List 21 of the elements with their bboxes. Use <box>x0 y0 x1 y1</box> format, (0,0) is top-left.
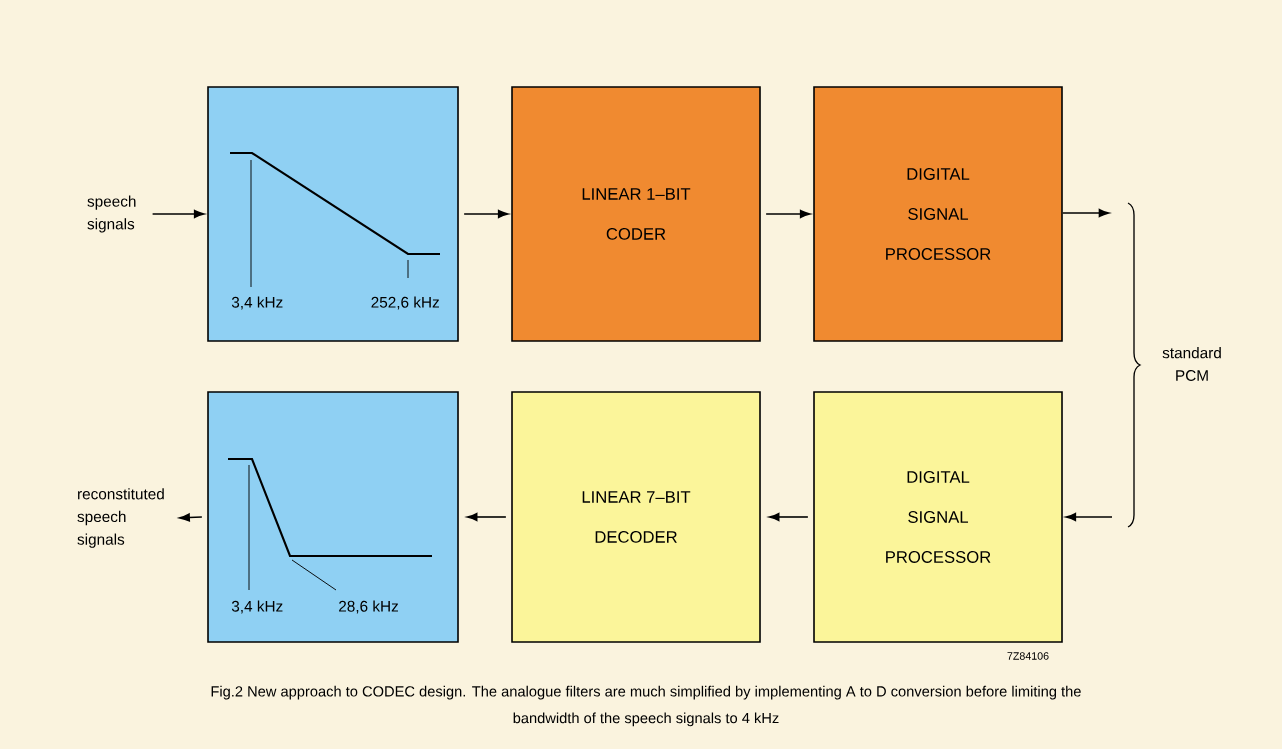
arrow <box>151 209 205 219</box>
arrow <box>1065 512 1113 522</box>
block-box: LINEAR 7–BIT DECODER <box>511 391 761 643</box>
signal-label: reconstituted speech signals <box>77 488 164 548</box>
arrow <box>1062 208 1110 218</box>
signal-label: speech signals <box>87 195 136 233</box>
figure-code: 7Z84106 <box>1007 652 1049 660</box>
arrow <box>466 512 507 522</box>
bus-label: standard PCM <box>1162 347 1221 381</box>
block-box: DIGITAL SIGNAL PROCESSOR <box>813 391 1063 643</box>
frequency-label: 28,6 kHz <box>339 600 398 614</box>
frequency-label: 3,4 kHz <box>231 296 283 310</box>
arrow <box>463 209 509 219</box>
arrow <box>768 512 809 522</box>
arrow <box>179 513 203 522</box>
block-box: LINEAR 1–BIT CODER <box>511 86 761 342</box>
arrow <box>765 209 811 219</box>
caption: Fig.2 New approach to CODEC design. The analogue filters are much simplified by implementing A to D conversion before limiting the bandwidth of the speech signals to 4 kHz <box>211 685 1081 727</box>
block-box: DIGITAL SIGNAL PROCESSOR <box>813 86 1063 342</box>
frequency-label: 3,4 kHz <box>231 600 283 614</box>
frequency-label: 252,6 kHz <box>371 296 439 310</box>
